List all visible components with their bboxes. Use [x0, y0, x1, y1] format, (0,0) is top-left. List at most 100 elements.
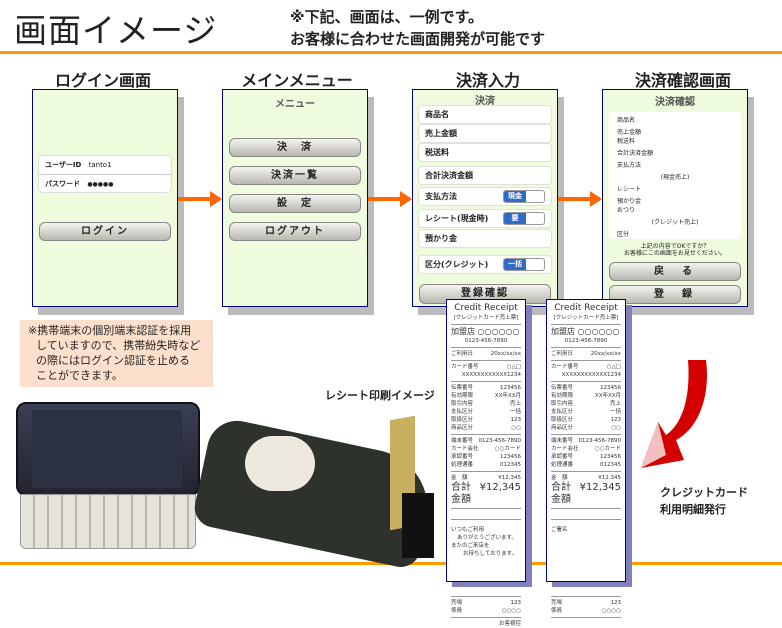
amount-row: 金 額¥12,345	[551, 474, 621, 482]
password-field[interactable]: パスワード ●●●●●	[39, 175, 171, 193]
row-value: 0123-456-7890	[578, 438, 621, 444]
receipt-row: ご利用日 20xx/xx/xx	[551, 350, 621, 358]
back-button[interactable]: 戻 る	[609, 262, 741, 281]
note-line: ※携帯端末の個別端末認証を採用	[28, 324, 192, 337]
confirm-screen: 決済確認 商品名 売上金額 税送料 合計決済金額 支払方法 (現金売上) レシー…	[602, 89, 748, 307]
caption-line: クレジットカード	[660, 486, 748, 499]
register-button[interactable]: 登 録	[609, 285, 741, 304]
payment-button[interactable]: 決 済	[229, 138, 361, 157]
merchant-name: 加盟店 ○○○○○○	[551, 327, 620, 336]
row-value: ¥12,345	[498, 475, 521, 481]
divider	[551, 508, 621, 509]
receipt-printer-image	[190, 398, 445, 571]
credit-statement-caption: クレジットカード利用明細発行	[660, 484, 748, 518]
receipt-row: 支払区分一括	[551, 408, 621, 416]
row-label: 係員	[551, 608, 563, 614]
row-value: ○○○○	[601, 608, 621, 614]
row-label: ご利用日	[551, 351, 574, 357]
summary-item: 合計決済金額	[617, 150, 654, 157]
row-label: 係員	[451, 608, 463, 614]
row-value: ○○カード	[594, 446, 621, 452]
row-label: 取扱区分	[551, 417, 574, 423]
row-value: 012345	[600, 462, 621, 468]
row-value: 20xx/xx/xx	[590, 351, 621, 357]
divider	[451, 381, 521, 382]
row-label: 処理通番	[451, 462, 474, 468]
divider	[451, 360, 521, 361]
section-title-menu: メインメニュー	[241, 71, 353, 90]
settings-button[interactable]: 設 定	[229, 194, 361, 213]
total-row: 合計金額¥12,345	[451, 482, 521, 506]
divider	[451, 617, 521, 618]
caption-line: 利用明細発行	[660, 503, 726, 516]
confirm-summary: 商品名 売上金額 税送料 合計決済金額 支払方法 (現金売上) レシート 預かり…	[609, 112, 741, 239]
payment-list-button[interactable]: 決済一覧	[229, 166, 361, 185]
summary-item: 商品名	[617, 117, 636, 124]
password-label: パスワード	[45, 180, 80, 188]
row-value: 123456	[500, 385, 521, 391]
row-value: XX年XX月	[494, 393, 521, 399]
row-label: 商品区分	[451, 425, 474, 431]
thanks-line: またのご来店を	[451, 543, 490, 549]
divider	[551, 617, 621, 618]
tax-shipping-field[interactable]: 税送料	[418, 143, 552, 162]
summary-item: 預かり金	[617, 198, 642, 205]
merchant-phone: 0123-456-7890	[564, 338, 608, 344]
section-title-payment: 決済入力	[455, 71, 520, 90]
row-label: 承認番号	[451, 454, 474, 460]
payment-method-toggle[interactable]: 現金	[503, 190, 545, 203]
total-row: 合計金額¥12,345	[551, 482, 621, 506]
row-label: 支払区分	[551, 409, 574, 415]
summary-item: レシート	[617, 186, 642, 193]
toggle-value: 要	[504, 213, 526, 224]
row-label: 取扱区分	[451, 417, 474, 423]
confirm-header: 決済確認	[655, 97, 695, 108]
credit-type-toggle[interactable]: 一括	[503, 258, 545, 271]
divider	[451, 508, 521, 509]
summary-item: 売上金額	[617, 129, 642, 136]
summary-item: 区分	[617, 231, 630, 238]
row-value: 123	[610, 600, 622, 606]
login-button[interactable]: ログイン	[39, 222, 171, 241]
confirm-message: 上記の内容でOKですか？お客様にこの画面をお見せください。	[603, 243, 747, 257]
row-value: 012345	[500, 462, 521, 468]
receipt-title: Credit Receipt	[454, 303, 518, 313]
toggle-value: 一括	[504, 259, 526, 270]
row-value: 123456	[500, 454, 521, 460]
customer-receipt: Credit Receipt[クレジットカード売上票]加盟店 ○○○○○○012…	[446, 299, 526, 627]
divider	[451, 596, 521, 597]
merchant-phone: 0123-456-7890	[464, 338, 508, 344]
receipt-subtitle: [クレジットカード売上票]	[453, 315, 519, 321]
signature-label: ご署名	[551, 527, 568, 533]
row-value: 123456	[600, 454, 621, 460]
row-value: 123456	[600, 385, 621, 391]
sales-amount-field[interactable]: 売上金額	[418, 124, 552, 143]
row-label: カード番号	[451, 364, 479, 370]
receipt-toggle[interactable]: 要	[503, 212, 545, 225]
divider	[551, 471, 621, 472]
row-label: 商品区分	[551, 425, 574, 431]
deposit-field[interactable]: 預かり金	[418, 229, 552, 248]
logout-button[interactable]: ログアウト	[229, 222, 361, 241]
total-amount-field[interactable]: 合計決済金額	[418, 166, 552, 185]
thanks-line: ありがとうございます。	[457, 535, 517, 541]
row-value: 売上	[509, 401, 521, 407]
card-number: XXXXXXXXXXXX1234	[461, 372, 521, 378]
divider	[551, 360, 621, 361]
user-id-value: tanto1	[88, 161, 112, 169]
row-value: 一括	[509, 409, 521, 415]
row-label: 金 額	[451, 475, 468, 481]
user-id-field[interactable]: ユーザーID tanto1	[39, 156, 171, 175]
divider	[551, 324, 621, 325]
flow-arrow	[178, 191, 222, 207]
receipt-caption: レシート印刷イメージ	[325, 389, 435, 402]
product-field[interactable]: 商品名	[418, 105, 552, 124]
row-label: ご利用日	[451, 351, 474, 357]
summary-item: おつり	[617, 207, 636, 214]
row-value: ¥12,345	[479, 482, 521, 493]
